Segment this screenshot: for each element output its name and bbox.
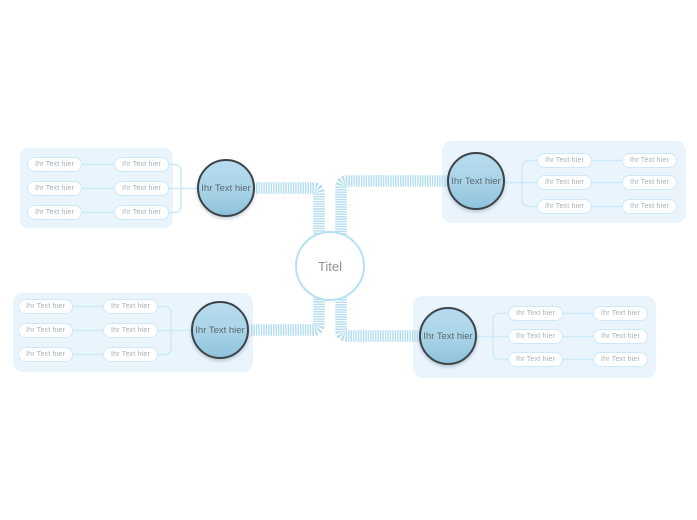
text-node[interactable]: Ihr Text hier xyxy=(18,347,73,362)
text-node[interactable]: Ihr Text hier xyxy=(508,352,563,367)
ribbon-top-right xyxy=(335,175,448,252)
branch-circle-top-left[interactable]: Ihr Text hier xyxy=(197,159,255,217)
links-bottom-right xyxy=(474,312,594,361)
text-node[interactable]: Ihr Text hier xyxy=(103,299,158,314)
text-node[interactable]: Ihr Text hier xyxy=(508,306,563,321)
branch-circle-bottom-left[interactable]: Ihr Text hier xyxy=(191,301,249,359)
ribbon-bottom-left xyxy=(251,282,325,336)
text-node[interactable]: Ihr Text hier xyxy=(27,205,82,220)
text-node[interactable]: Ihr Text hier xyxy=(537,175,592,190)
text-node[interactable]: Ihr Text hier xyxy=(593,352,648,367)
text-node[interactable]: Ihr Text hier xyxy=(27,181,82,196)
links-top-right xyxy=(502,159,623,208)
text-node[interactable]: Ihr Text hier xyxy=(114,205,169,220)
text-node[interactable]: Ihr Text hier xyxy=(114,157,169,172)
text-node[interactable]: Ihr Text hier xyxy=(27,157,82,172)
links-top-left xyxy=(81,163,200,214)
text-node[interactable]: Ihr Text hier xyxy=(593,306,648,321)
text-node[interactable]: Ihr Text hier xyxy=(18,323,73,338)
links-bottom-left xyxy=(72,305,194,356)
text-node[interactable]: Ihr Text hier xyxy=(622,153,677,168)
text-node[interactable]: Ihr Text hier xyxy=(103,323,158,338)
text-node[interactable]: Ihr Text hier xyxy=(18,299,73,314)
text-node[interactable]: Ihr Text hier xyxy=(622,175,677,190)
text-node[interactable]: Ihr Text hier xyxy=(508,329,563,344)
branch-circle-top-right[interactable]: Ihr Text hier xyxy=(447,152,505,210)
ribbon-bottom-right xyxy=(335,282,420,342)
text-node[interactable]: Ihr Text hier xyxy=(537,199,592,214)
ribbon-top-left xyxy=(256,182,325,252)
text-node[interactable]: Ihr Text hier xyxy=(593,329,648,344)
central-topic-circle[interactable]: Titel xyxy=(295,231,365,301)
text-node[interactable]: Ihr Text hier xyxy=(103,347,158,362)
text-node[interactable]: Ihr Text hier xyxy=(622,199,677,214)
text-node[interactable]: Ihr Text hier xyxy=(537,153,592,168)
branch-circle-bottom-right[interactable]: Ihr Text hier xyxy=(419,307,477,365)
text-node[interactable]: Ihr Text hier xyxy=(114,181,169,196)
